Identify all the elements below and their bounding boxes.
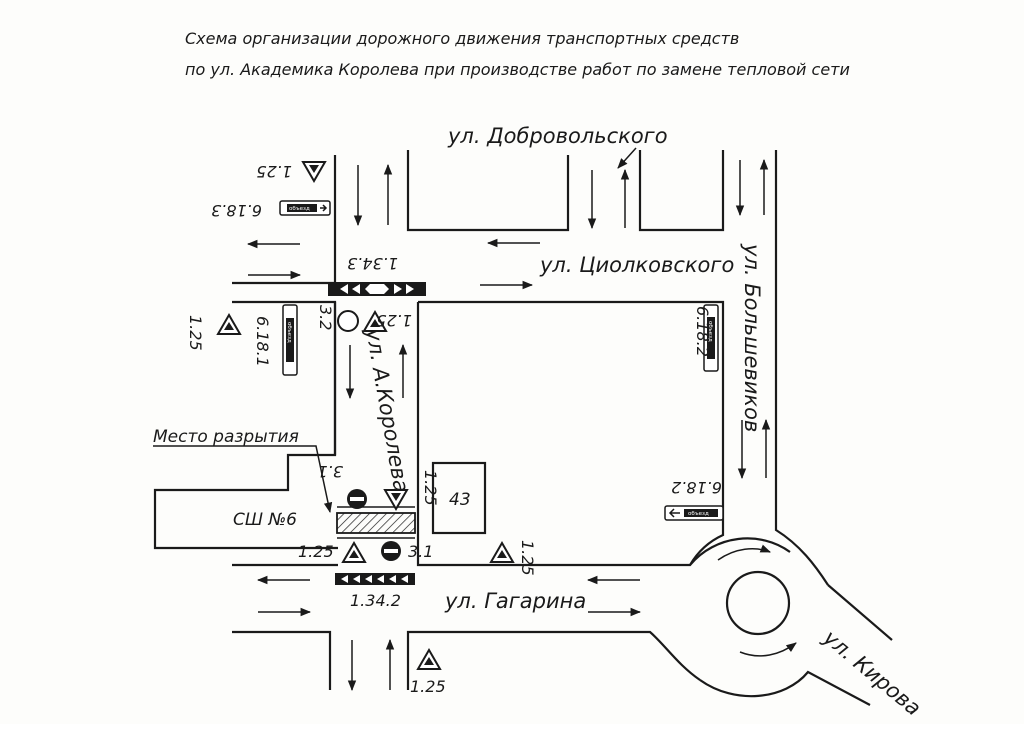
detour-sign-6-18-1-code: 6.18.1 xyxy=(253,316,272,367)
detour-sign-6-18-1: объезд 6.18.1 xyxy=(253,304,298,376)
detour-sign-6-18-1-text: объезд xyxy=(286,322,292,343)
building-43-label: 43 xyxy=(449,490,471,510)
building-43 xyxy=(431,461,487,535)
sign-1-34-3-code: 1.34.3 xyxy=(347,254,398,273)
roadwork-sign-excavation-south: 1.25 xyxy=(298,541,367,563)
no-entry-sign-north: 3.1 xyxy=(318,462,367,509)
street-gagarina: ул. Гагарина xyxy=(444,589,586,613)
roadwork-sign-west-code: 1.25 xyxy=(186,315,205,351)
detour-sign-6-18-2-north: объезд 6.18.2 xyxy=(693,304,719,372)
roadwork-sign-excavation-north-code: 1.25 xyxy=(421,470,440,506)
street-koroleva: ул. А.Королева xyxy=(361,326,414,494)
street-kirova: ул. Кирова xyxy=(818,625,925,721)
detour-sign-6-18-2-east: объезд 6.18.2 xyxy=(664,478,724,521)
no-vehicles-sign-3-2: 3.2 xyxy=(316,305,359,332)
traffic-arrows xyxy=(246,158,771,692)
detour-sign-6-18-3: объезд 6.18.3 xyxy=(211,200,331,220)
street-dobrovolskogo: ул. Добровольского xyxy=(447,124,668,148)
detour-sign-6-18-2-east-text: объезд xyxy=(688,511,709,517)
detour-sign-6-18-3-code: 6.18.3 xyxy=(211,201,262,220)
excavation-label: Место разрытия xyxy=(153,427,299,447)
excavation-leader-arrow xyxy=(153,445,333,514)
detour-sign-6-18-3-text: объезд xyxy=(289,206,310,212)
no-entry-sign-south: 3.1 xyxy=(381,541,433,561)
roundabout-island xyxy=(725,570,791,636)
roadwork-sign-nw: 1.25 xyxy=(256,161,327,183)
excavation-zone xyxy=(336,512,416,534)
street-tsiolkovskogo: ул. Циолковского xyxy=(539,253,734,277)
detour-sign-6-18-2-east-code: 6.18.2 xyxy=(671,478,722,497)
roadwork-sign-gagarina: 1.25 xyxy=(489,540,537,576)
roadwork-sign-nw-code: 1.25 xyxy=(256,162,292,181)
roadwork-sign-excavation-south-code: 1.25 xyxy=(298,542,334,561)
sign-3-2-code: 3.2 xyxy=(316,305,335,330)
school-label: СШ №6 xyxy=(233,510,297,530)
roadwork-sign-south-code: 1.25 xyxy=(410,677,446,696)
roadwork-sign-gagarina-code: 1.25 xyxy=(518,540,537,576)
road-network xyxy=(153,150,893,706)
detour-sign-6-18-2-north-code: 6.18.2 xyxy=(693,306,712,357)
title-line-1: Схема организации дорожного движения тра… xyxy=(185,29,739,48)
street-bolshevikov: ул. Большевиков xyxy=(740,243,764,432)
detour-sign-6-18-2-north-text: объезд xyxy=(707,321,713,342)
roadwork-sign-koroleva-north-code: 1.25 xyxy=(376,311,412,330)
sign-1-34-2-code: 1.34.2 xyxy=(350,591,401,610)
roadwork-sign-south: 1.25 xyxy=(410,648,446,696)
sign-1-34-3: 1.34.3 xyxy=(328,254,426,296)
sign-3-1-north-code: 3.1 xyxy=(318,462,343,481)
sign-3-1-south-code: 3.1 xyxy=(408,542,433,561)
roadwork-sign-koroleva-north: 1.25 xyxy=(362,310,412,332)
title-line-2: по ул. Академика Королева при производст… xyxy=(185,60,850,79)
sign-1-34-2: 1.34.2 xyxy=(335,573,415,610)
roadwork-sign-west: 1.25 xyxy=(186,313,242,351)
roadwork-sign-excavation-north: 1.25 xyxy=(383,470,440,511)
